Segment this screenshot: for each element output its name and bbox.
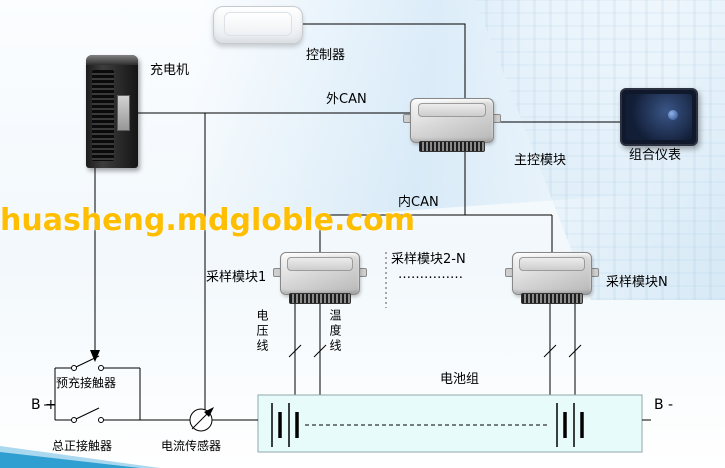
sampling-wires [288, 304, 582, 395]
external-can-label: 外CAN [326, 92, 367, 107]
charger-vent-grille [92, 70, 114, 161]
controller-device [213, 6, 303, 44]
current-sensor-label: 电流传感器 [161, 439, 222, 453]
controller-device-top [224, 12, 292, 36]
battery-pack-box [257, 394, 643, 453]
main-positive-contactor-label: 总正接触器 [52, 439, 113, 453]
battery-cell-symbols [271, 403, 584, 447]
site-watermark: huasheng.mdgloble.com [0, 203, 416, 238]
main-control-module-label: 主控模块 [514, 153, 567, 168]
sampling-module-n-device [505, 252, 599, 304]
voltage-line-label: 电压线 [255, 309, 269, 354]
ecu-connector [419, 141, 485, 152]
sampling-module-1-label: 采样模块1 [206, 270, 267, 285]
ecu-connector [288, 293, 352, 304]
current-sensor-symbol [189, 407, 258, 432]
temperature-line-label: 温度线 [328, 309, 342, 354]
charger-device [86, 55, 138, 168]
ecu-lid [519, 257, 585, 271]
ecu-connector [520, 293, 584, 304]
ecu-lid [417, 103, 487, 117]
instrument-logo-dot [668, 110, 678, 120]
precharge-switch [75, 355, 100, 368]
sampling-module-n-label: 采样模块N [606, 275, 668, 290]
sampling-module-1-device [273, 252, 367, 304]
sampling-module-2n-label: 采样模块2-N [391, 252, 466, 267]
b-minus-label: B - [654, 397, 674, 413]
controller-label: 控制器 [306, 48, 346, 63]
charger-label: 充电机 [150, 63, 190, 78]
internal-can-label: 内CAN [398, 195, 439, 210]
instrument-cluster-device [620, 88, 698, 146]
instrument-screen [626, 94, 692, 140]
charger-top-cap [86, 55, 138, 65]
main-control-module-device [403, 98, 501, 152]
charger-display [117, 95, 130, 131]
instrument-cluster-label: 组合仪表 [629, 148, 682, 163]
precharge-contactor-label: 预充接触器 [56, 376, 117, 390]
b-plus-label: B + [31, 397, 57, 413]
battery-pack-label: 电池组 [440, 372, 480, 387]
corner-ribbon [0, 446, 160, 468]
precharge-circuit [44, 355, 190, 423]
can-bus-lines [138, 23, 620, 410]
sampling-ellipsis: …………… [398, 267, 463, 282]
charger-down-arrow [90, 168, 100, 362]
main-contactor-switch [75, 407, 100, 420]
ecu-lid [287, 257, 353, 271]
